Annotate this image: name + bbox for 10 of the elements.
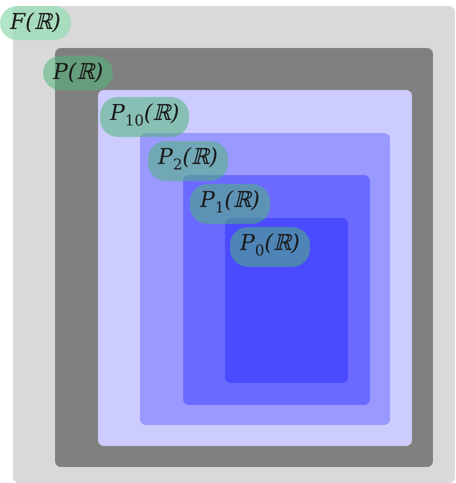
nested-set-box [225, 218, 348, 383]
set-label: F(ℝ) [0, 6, 71, 40]
set-label: P(ℝ) [43, 56, 114, 90]
set-label: P$_{0}$(ℝ) [230, 227, 310, 268]
nested-set-box [140, 133, 390, 425]
set-label: P$_{2}$(ℝ) [148, 141, 228, 182]
nested-set-box [98, 90, 412, 446]
nested-set-box [183, 175, 370, 405]
set-label: P$_{10}$(ℝ) [100, 97, 190, 138]
set-label: P$_{1}$(ℝ) [190, 184, 270, 224]
